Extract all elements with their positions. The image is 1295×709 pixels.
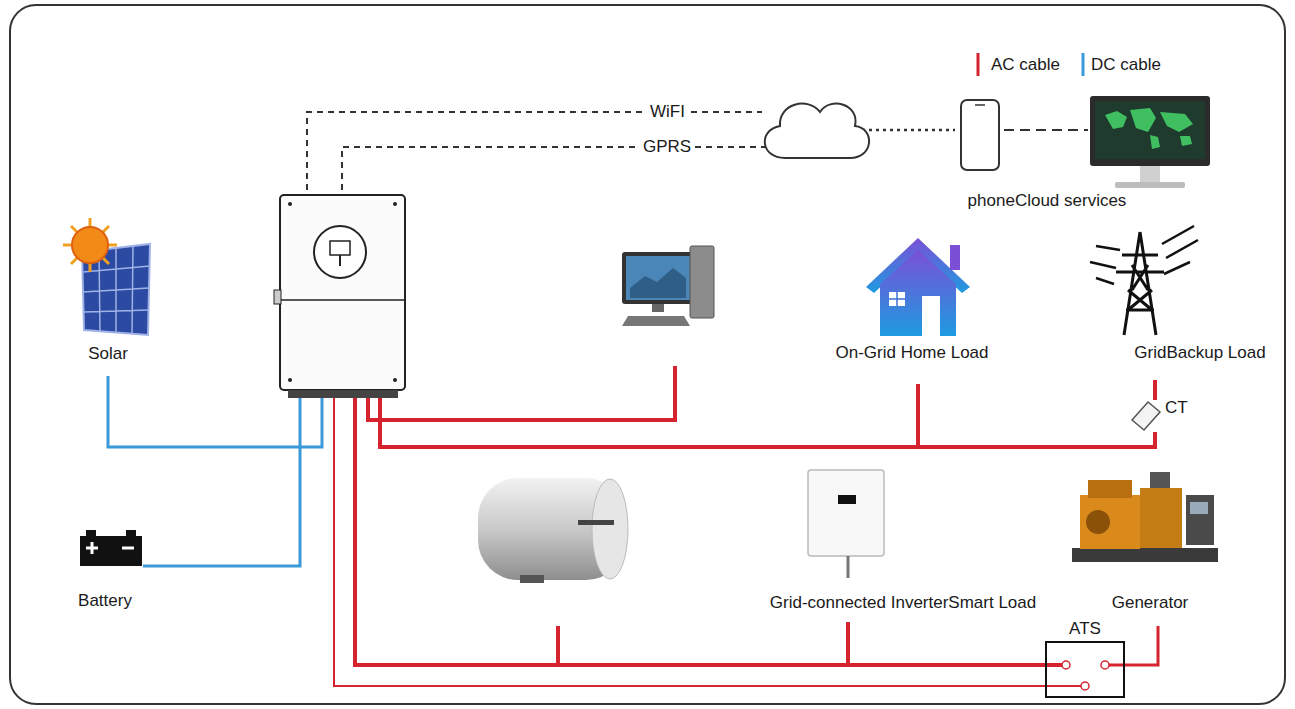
cloud-link: [862, 129, 955, 132]
legend-text: DC cable: [1091, 55, 1161, 75]
ac-cable: [368, 366, 1155, 447]
label-text: Generator: [1112, 593, 1189, 613]
legend-sample: [1082, 53, 1085, 76]
label-text: Battery: [78, 591, 132, 611]
cloud-icon: [765, 104, 869, 158]
house-icon: [866, 238, 970, 336]
label-text: On-Grid Home Load: [835, 343, 988, 363]
legend-sample: [977, 53, 980, 76]
gprs-link: [342, 147, 772, 190]
label-text: WiFI: [647, 102, 688, 122]
water-heater-icon: [478, 478, 628, 583]
solar-panel: [63, 218, 150, 335]
cloud-link: [1004, 129, 1088, 131]
computer-icon: [622, 246, 714, 326]
label-text: GPRS: [640, 137, 694, 157]
ats-box: ATS: [1045, 641, 1125, 698]
ct-clamp: [1132, 402, 1160, 430]
battery-icon: [80, 530, 142, 566]
monitor-icon: [1090, 96, 1210, 166]
wifi-link: [307, 112, 762, 190]
dc-cable: [108, 376, 322, 566]
generator-icon: [1072, 472, 1218, 562]
label-text: phoneCloud services: [968, 191, 1127, 211]
label-text: Solar: [88, 344, 128, 364]
ats-terminal: [1062, 661, 1109, 690]
ac-cable: [334, 398, 1158, 686]
grid-inverter-icon: [808, 470, 884, 578]
label-text: CT: [1165, 398, 1188, 418]
legend-text: AC cable: [991, 55, 1060, 75]
phone-icon: [961, 100, 999, 170]
ats-label: ATS: [1069, 619, 1101, 639]
frame: [10, 5, 1285, 704]
hybrid-inverter: [274, 195, 405, 398]
label-text: GridBackup Load: [1134, 343, 1265, 363]
label-text: Grid-connected InverterSmart Load: [770, 593, 1036, 613]
pylon-icon: [1090, 226, 1198, 335]
